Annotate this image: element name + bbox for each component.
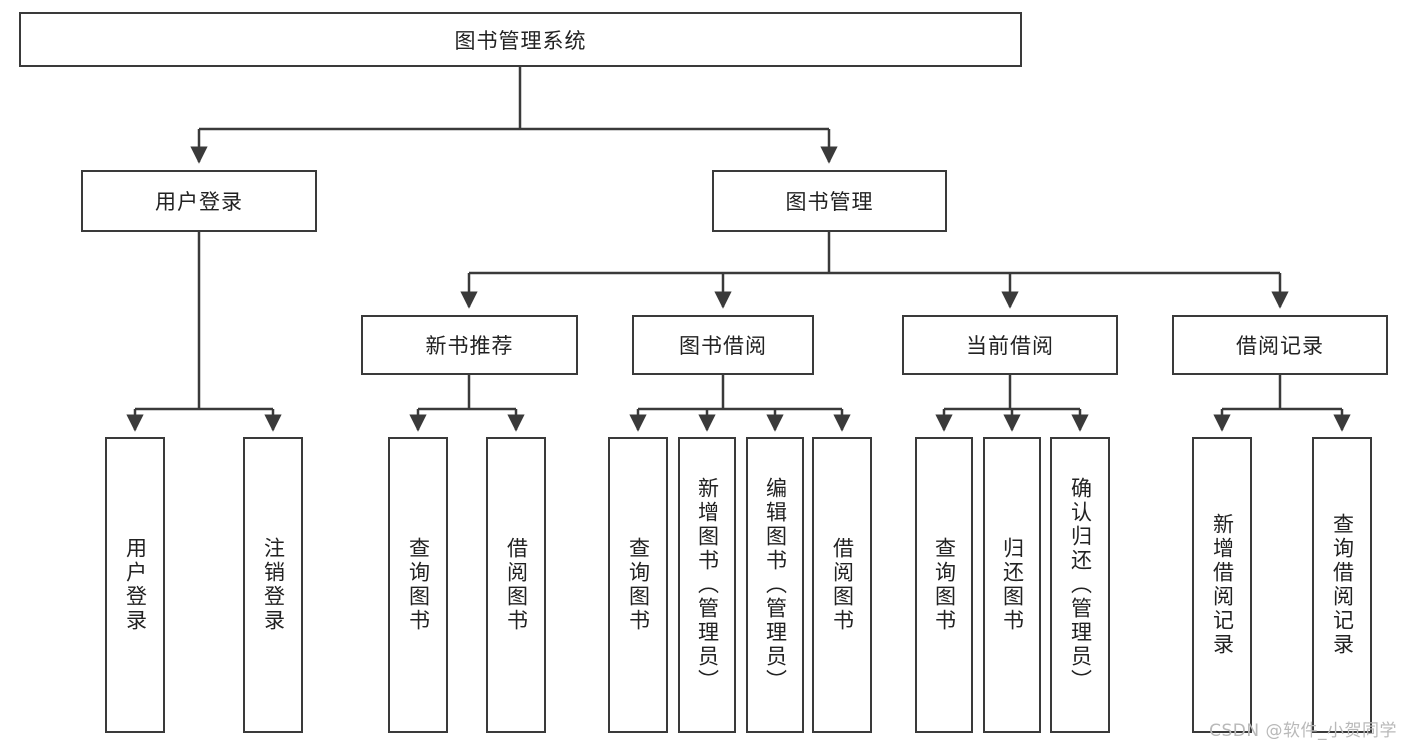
leaf-label: 借阅图书 [830,537,855,633]
leaf-label: 借阅图书 [504,537,529,633]
leaf-node[interactable]: 查询图书 [608,437,668,733]
leaf-label: 查询图书 [932,537,957,633]
node-user-login[interactable]: 用户登录 [81,170,317,232]
leaf-node[interactable]: 注销登录 [243,437,303,733]
leaf-node[interactable]: 查询图书 [915,437,973,733]
leaf-label: 用户登录 [123,537,148,633]
leaf-label: 查询借阅记录 [1330,513,1355,657]
leaf-label: 新增借阅记录 [1210,513,1235,657]
csdn-watermark: CSDN @软件_小贺同学 [1209,721,1397,741]
leaf-node[interactable]: 确认归还（管理员） [1050,437,1110,733]
node-current-borrowing[interactable]: 当前借阅 [902,315,1118,375]
node-book-borrowing[interactable]: 图书借阅 [632,315,814,375]
leaf-node[interactable]: 归还图书 [983,437,1041,733]
leaf-label: 查询图书 [406,537,431,633]
leaf-node[interactable]: 编辑图书（管理员） [746,437,804,733]
leaf-label: 编辑图书（管理员） [763,477,788,693]
leaf-label: 归还图书 [1000,537,1025,633]
leaf-node[interactable]: 用户登录 [105,437,165,733]
leaf-node[interactable]: 借阅图书 [486,437,546,733]
leaf-node[interactable]: 查询借阅记录 [1312,437,1372,733]
leaf-label: 查询图书 [626,537,651,633]
node-book-management[interactable]: 图书管理 [712,170,947,232]
leaf-node[interactable]: 新增借阅记录 [1192,437,1252,733]
leaf-node[interactable]: 新增图书（管理员） [678,437,736,733]
node-borrowing-records[interactable]: 借阅记录 [1172,315,1388,375]
leaf-label: 确认归还（管理员） [1068,477,1093,693]
leaf-node[interactable]: 借阅图书 [812,437,872,733]
leaf-node[interactable]: 查询图书 [388,437,448,733]
node-new-book-recommendation[interactable]: 新书推荐 [361,315,578,375]
leaf-label: 新增图书（管理员） [695,477,720,693]
node-root[interactable]: 图书管理系统 [19,12,1022,67]
leaf-label: 注销登录 [261,537,286,633]
